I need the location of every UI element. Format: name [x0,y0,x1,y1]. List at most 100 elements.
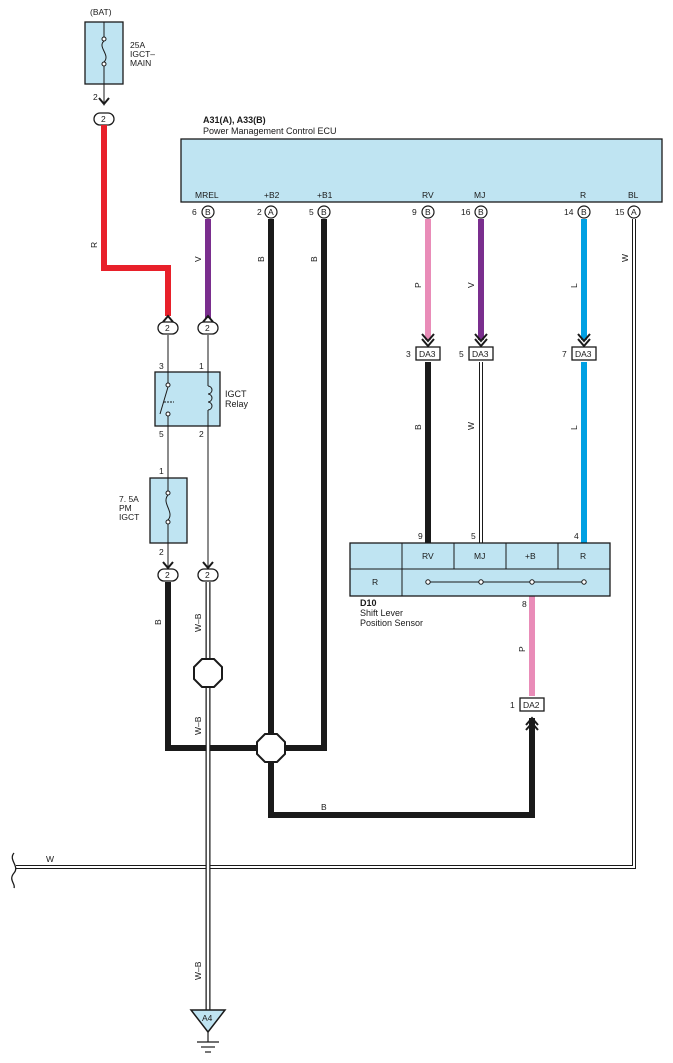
relay-name-2: Relay [225,399,249,409]
wire-label-blue-r-lower: L [569,425,579,430]
wire-label-wb-1: W–B [193,613,203,632]
svg-text:B: B [478,207,484,217]
svg-text:16: 16 [461,207,471,217]
sensor-pin-mj: 5 [471,531,476,541]
fuse-main-icon [101,22,107,84]
sensor-name-1: Shift Lever [360,608,403,618]
svg-text:2: 2 [205,570,210,580]
svg-text:1: 1 [510,700,515,710]
svg-text:MREL: MREL [195,190,219,200]
relay-name-1: IGCT [225,389,247,399]
svg-text:14: 14 [564,207,574,217]
sensor-d10: RV MJ +B R R [349,542,611,597]
fuse-pm-icon [165,478,171,543]
svg-text:2: 2 [165,323,170,333]
svg-text:3: 3 [406,349,411,359]
wire-label-white-bl: W [620,254,630,262]
svg-text:A: A [631,207,637,217]
wire-label-wb-3: W–B [193,961,203,980]
wire-label-white-mj: W [466,422,476,430]
svg-text:2: 2 [205,323,210,333]
svg-text:RV: RV [422,190,434,200]
svg-text:BL: BL [628,190,639,200]
wire-black-b2 [268,219,535,818]
fuse-pm-name-2: IGCT [119,512,139,522]
svg-text:B: B [581,207,587,217]
wire-label-pink-rv: P [413,282,423,288]
relay-box [154,371,221,427]
svg-text:7: 7 [562,349,567,359]
wire-label-black-bottom: B [321,802,327,812]
wire-label-red: R [89,242,99,248]
svg-text:DA2: DA2 [523,700,540,710]
ground-a4: A4 [189,1009,227,1053]
svg-text:5: 5 [309,207,314,217]
wire-label-wb-2: W–B [193,716,203,735]
fuse-main-pin: 2 [93,92,98,102]
sensor-header-r: R [580,551,586,561]
junction-connector-top: 2 [93,112,115,126]
da3-connector-mj: DA3 5 [459,333,494,361]
svg-text:+B2: +B2 [264,190,280,200]
ecu-terminal-r: R 14 B [564,190,591,219]
wire-label-black-b1: B [309,256,319,262]
wire-label-pink-b: P [517,646,527,652]
fuse-pm-pin-2: 2 [159,547,164,557]
svg-text:6: 6 [192,207,197,217]
svg-text:B: B [205,207,211,217]
fuse-pm-name-1: PM [119,503,132,513]
bat-label: (BAT) [90,7,112,17]
wire-black-b1 [165,219,327,751]
wire-label-violet-mj: V [466,282,476,288]
wire-label-blue-r: L [569,283,579,288]
sensor-id: D10 [360,598,377,608]
wire-label-violet-mrel: V [193,256,203,262]
sensor-name-2: Position Sensor [360,618,423,628]
junction-connector-relay-3: 2 [157,314,179,335]
junction-connector-fuse-2: 2 [157,561,179,582]
svg-text:DA3: DA3 [575,349,592,359]
ecu-name: Power Management Control ECU [203,126,337,136]
wire-label-black-b2: B [256,256,266,262]
svg-text:DA3: DA3 [419,349,436,359]
ecu-terminal-bl: BL 15 A [615,190,641,219]
da3-connector-r: DA3 7 [562,333,597,361]
ecu-box [180,138,663,203]
ecu-terminal-mrel: MREL 6 B [192,190,219,219]
splice-octagon-wb [193,658,223,688]
svg-text:A: A [268,207,274,217]
ecu-terminal-b1: +B1 5 B [309,190,333,219]
ecu-terminal-rv: RV 9 B [412,190,435,219]
sensor-header-rv: RV [422,551,434,561]
svg-text:9: 9 [412,207,417,217]
svg-text:15: 15 [615,207,625,217]
svg-text:2: 2 [257,207,262,217]
wire-label-white-bottom: W [46,854,54,864]
wire-red [101,125,171,316]
relay-pin-3: 3 [159,361,164,371]
relay-pin-5: 5 [159,429,164,439]
svg-text:MJ: MJ [474,190,485,200]
wire-label-black-rv: B [413,424,423,430]
sensor-header-mj: MJ [474,551,485,561]
da3-connector-rv: DA3 3 [406,333,441,361]
svg-text:DA3: DA3 [472,349,489,359]
svg-text:2: 2 [101,114,106,124]
sensor-header-b: +B [525,551,536,561]
svg-text:B: B [321,207,327,217]
da2-connector: DA2 1 [510,697,545,731]
ecu-terminal-b2: +B2 2 A [257,190,280,219]
fuse-pm-rating: 7. 5A [119,494,139,504]
sensor-pin-rv: 9 [418,531,423,541]
wire-break-mark [11,852,17,889]
svg-text:5: 5 [459,349,464,359]
fuse-main-rating: 25A [130,40,145,50]
svg-text:+B1: +B1 [317,190,333,200]
ecu-terminal-mj: MJ 16 B [461,190,488,219]
wire-label-black-fuse: B [153,619,163,625]
ecu-connectors: A31(A), A33(B) [203,115,266,125]
relay-icon [159,372,213,426]
svg-text:B: B [425,207,431,217]
sensor-pin-b: 8 [522,599,527,609]
relay-pin-2: 2 [199,429,204,439]
